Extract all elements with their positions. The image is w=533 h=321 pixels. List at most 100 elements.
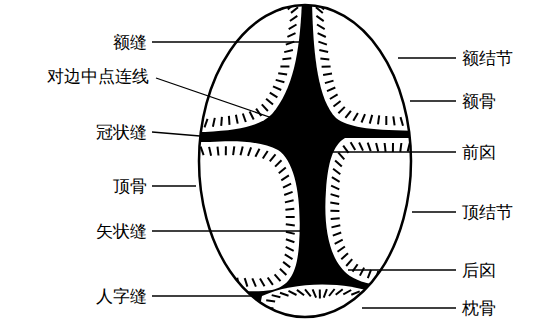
part-label: 顶结节 <box>461 202 514 222</box>
bone-hatch <box>439 142 444 149</box>
bone-hatch <box>289 25 297 30</box>
bone-hatch <box>327 88 335 92</box>
bone-hatch <box>446 68 455 71</box>
bone-hatch <box>188 120 193 128</box>
bone-hatch <box>431 120 437 127</box>
bone-hatch <box>335 4 341 11</box>
bone-hatch <box>268 278 273 285</box>
bone-hatch <box>155 234 164 237</box>
bone-hatch <box>336 289 343 295</box>
bone-hatch <box>285 254 293 259</box>
bone-hatch <box>241 147 243 156</box>
bone-hatch <box>154 250 162 254</box>
bone-hatch <box>352 4 356 12</box>
bone-hatch <box>446 226 455 228</box>
bone-hatch <box>344 4 349 11</box>
bone-hatch <box>286 232 295 234</box>
bone-hatch <box>252 278 256 286</box>
bone-hatch <box>273 86 281 90</box>
bone-hatch <box>275 160 281 166</box>
bone-hatch <box>385 5 387 14</box>
bone-hatch <box>245 278 248 287</box>
bone-hatch <box>210 5 212 14</box>
bone-hatch <box>331 186 339 190</box>
bone-hatch <box>158 3 165 9</box>
bone-hatch <box>325 81 334 84</box>
bone-hatch <box>154 25 162 30</box>
bone-hatch <box>233 5 234 14</box>
bone-hatch <box>332 177 340 182</box>
bone-hatch <box>329 319 334 321</box>
bone-hatch <box>440 121 446 128</box>
bone-hatch <box>154 169 162 174</box>
bone-hatch <box>233 146 234 155</box>
bone-hatch <box>338 153 344 160</box>
bone-hatch <box>154 160 161 166</box>
parietal-bone-right <box>325 138 460 288</box>
bone-hatch <box>275 274 281 281</box>
bone-hatch <box>378 115 379 124</box>
bone-hatch <box>415 143 418 152</box>
bone-hatch <box>446 203 455 205</box>
bone-hatch <box>439 4 445 11</box>
bone-hatch <box>155 210 164 213</box>
bone-hatch <box>335 240 343 244</box>
bone-hatch <box>285 200 294 202</box>
bone-hatch <box>155 242 163 245</box>
bone-hatch <box>263 4 268 12</box>
bone-hatch <box>250 112 254 120</box>
bone-hatch <box>366 305 375 307</box>
bone-hatch <box>155 98 163 102</box>
part-label: 后囟 <box>461 260 497 280</box>
bone-hatch <box>270 154 276 161</box>
bone-hatch <box>335 161 342 167</box>
bone-hatch <box>447 233 455 236</box>
bone-hatch <box>343 290 351 294</box>
bone-hatch <box>447 142 453 149</box>
bone-hatch <box>154 282 160 288</box>
bone-hatch <box>447 186 455 190</box>
bone-hatch <box>332 225 341 227</box>
part-label: 对边中点连线 <box>46 66 150 86</box>
bone-hatch <box>192 147 196 155</box>
leader-lines <box>152 42 456 308</box>
bone-hatch <box>284 192 292 195</box>
bone-hatch <box>361 5 365 13</box>
bone-hatch <box>400 5 402 14</box>
bone-hatch <box>155 75 164 76</box>
bone-hatch <box>278 73 287 74</box>
bone-hatch <box>166 146 172 153</box>
bone-hatch <box>236 115 238 124</box>
bone-hatch <box>322 66 331 68</box>
bone-hatch <box>155 82 164 84</box>
bone-hatch <box>385 116 387 125</box>
bone-hatch <box>368 313 377 314</box>
bone-hatch <box>175 4 181 11</box>
bone-hatch <box>175 146 180 153</box>
bone-hatch <box>205 119 208 128</box>
bone-hatch <box>369 5 372 14</box>
bone-hatch <box>283 184 291 188</box>
bone-hatch <box>209 147 211 156</box>
bone-hatch <box>313 289 317 297</box>
bone-hatch <box>201 5 204 13</box>
bone-hatch <box>286 239 295 242</box>
bone-hatch <box>331 194 340 197</box>
part-label: 矢状缝 <box>95 221 148 241</box>
bone-hatch <box>400 273 401 282</box>
bone-hatch <box>431 4 437 11</box>
bone-hatch <box>323 74 332 75</box>
bone-hatch <box>154 17 161 22</box>
bone-hatch <box>431 142 436 150</box>
bone-hatch <box>155 203 164 205</box>
bone-hatch <box>446 53 455 55</box>
bone-hatch <box>248 147 251 155</box>
bone-hatch <box>447 3 454 9</box>
bone-hatch <box>431 276 436 284</box>
bone-hatch <box>323 317 326 321</box>
bone-hatch <box>201 147 204 156</box>
bone-hatch <box>255 4 259 12</box>
bone-hatch <box>330 94 338 99</box>
bone-hatch <box>385 143 386 152</box>
